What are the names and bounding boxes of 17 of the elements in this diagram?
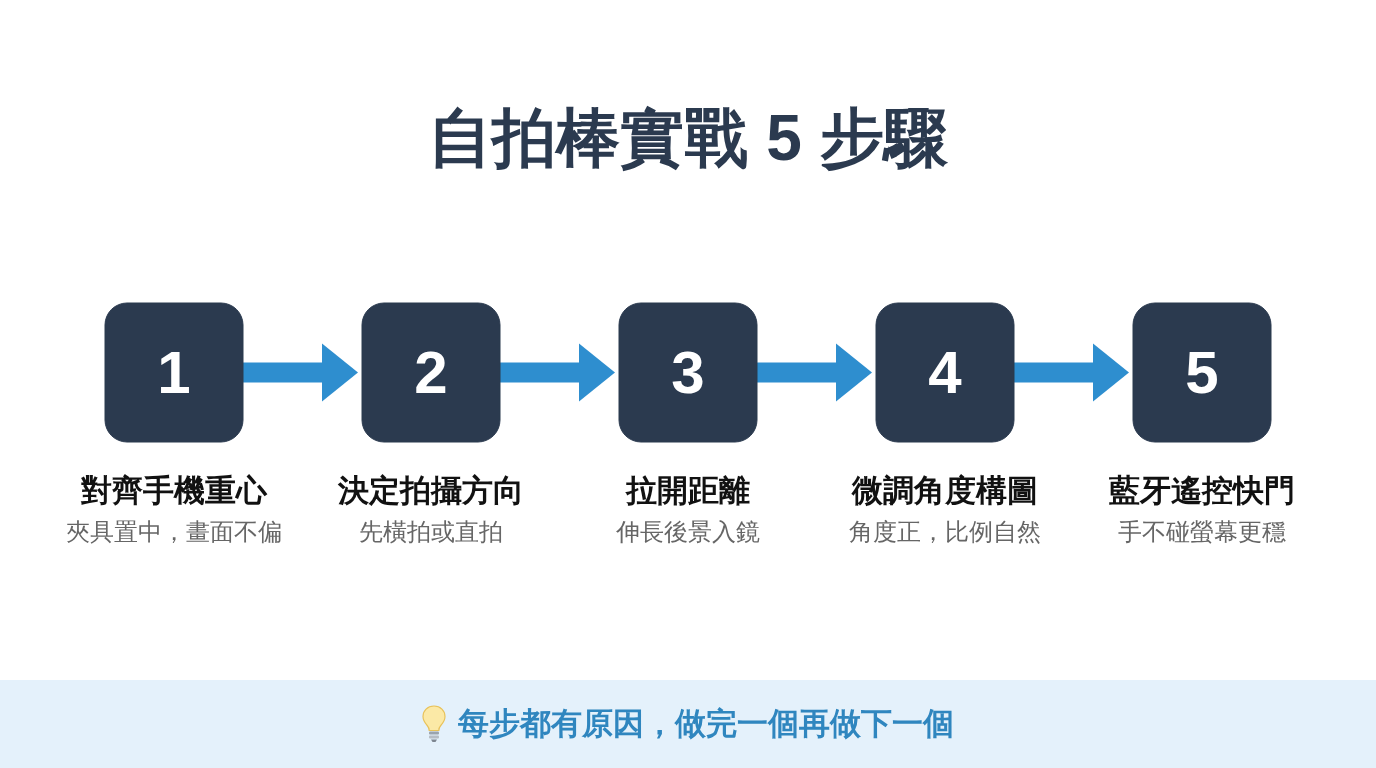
step-title: 藍牙遙控快門 [1109, 472, 1295, 510]
step-description: 手不碰螢幕更穩 [1118, 518, 1286, 547]
step-title: 決定拍攝方向 [338, 472, 524, 510]
step-number-tile: 1 [104, 302, 244, 443]
step-number-tile: 3 [618, 302, 758, 443]
step-number-tile: 4 [875, 302, 1015, 443]
step-title: 拉開距離 [626, 472, 750, 510]
step-number-tile: 2 [361, 302, 501, 443]
step-description: 角度正，比例自然 [849, 518, 1041, 547]
step-description: 夾具置中，畫面不偏 [66, 518, 282, 547]
title: 自拍棒實戰 5 步驟 [428, 103, 948, 174]
step-title: 微調角度構圖 [852, 472, 1038, 510]
tip-text: 每步都有原因，做完一個再做下一個 [458, 705, 954, 743]
step-description: 先橫拍或直拍 [359, 518, 503, 547]
step-number-tile: 5 [1132, 302, 1272, 443]
step-description: 伸長後景入鏡 [616, 518, 760, 547]
step-title: 對齊手機重心 [81, 472, 267, 510]
